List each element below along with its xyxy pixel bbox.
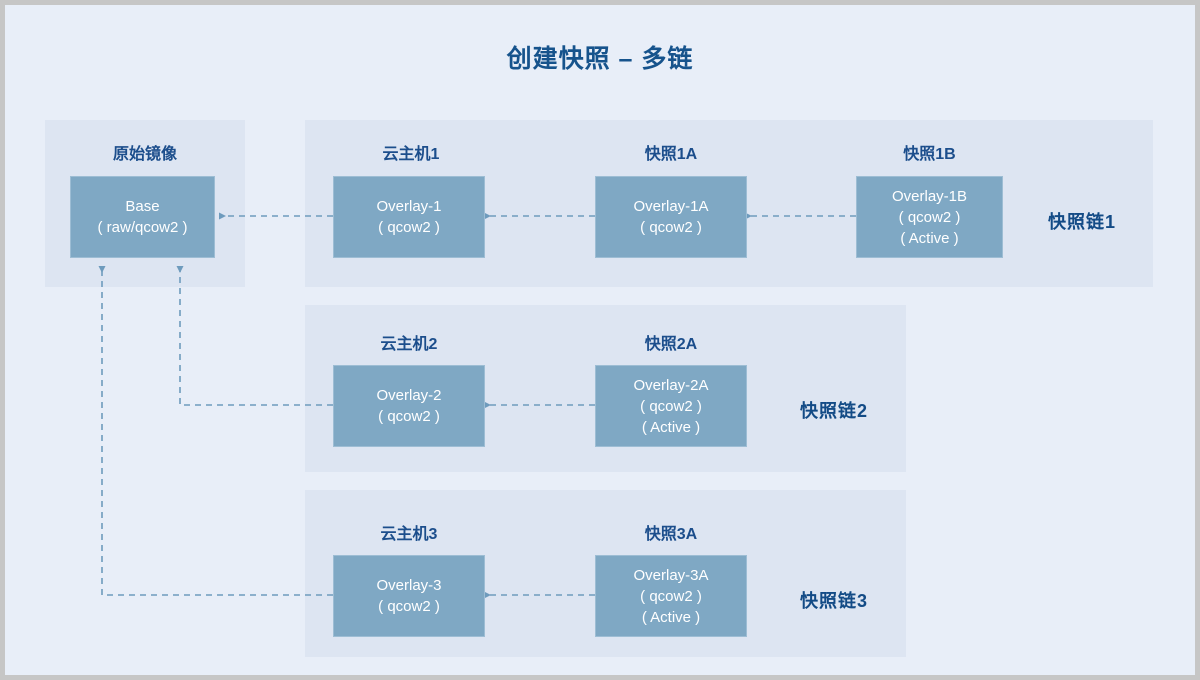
node-overlay-1a-line2: ( qcow2 )	[640, 219, 702, 236]
chain-label-3: 快照链3	[800, 591, 869, 611]
wire-overlay3-to-base	[98, 266, 333, 596]
node-overlay-3a[interactable]: Overlay-3A ( qcow2 ) ( Active )	[595, 555, 747, 637]
node-overlay-3a-line2: ( qcow2 )	[640, 587, 702, 605]
node-overlay-1a[interactable]: Overlay-1A ( qcow2 )	[595, 176, 747, 258]
node-overlay-3-line1: Overlay-3	[376, 577, 442, 594]
node-overlay-2a-line3: ( Active )	[641, 418, 701, 436]
page-title: 创建快照 – 多链	[506, 45, 694, 73]
node-overlay-3a-line1: Overlay-3A	[633, 566, 709, 584]
node-overlay-2a-line2: ( qcow2 )	[640, 397, 702, 415]
caption-host-3: 云主机3	[380, 526, 438, 543]
chain-label-1: 快照链1	[1048, 212, 1117, 232]
node-overlay-1b-line1: Overlay-1B	[891, 187, 968, 205]
caption-host-1: 云主机1	[382, 146, 440, 163]
node-overlay-3[interactable]: Overlay-3 ( qcow2 )	[333, 555, 485, 637]
node-overlay-1b[interactable]: Overlay-1B ( qcow2 ) ( Active )	[856, 176, 1003, 258]
caption-snapshot-1b: 快照1B	[903, 146, 956, 163]
caption-host-2: 云主机2	[380, 336, 438, 353]
node-overlay-2a-line1: Overlay-2A	[633, 376, 709, 394]
node-overlay-2-line2: ( qcow2 )	[378, 408, 440, 425]
node-base-line2: ( raw/qcow2 )	[97, 219, 188, 236]
caption-snapshot-2a: 快照2A	[644, 336, 698, 353]
caption-snapshot-1a: 快照1A	[644, 146, 698, 163]
node-base[interactable]: Base ( raw/qcow2 )	[70, 176, 215, 258]
node-overlay-1-line1: Overlay-1	[376, 198, 442, 215]
chain-label-2: 快照链2	[800, 401, 869, 421]
node-overlay-1[interactable]: Overlay-1 ( qcow2 )	[333, 176, 485, 258]
diagram-canvas: 创建快照 – 多链 原始镜像 Base ( raw/qcow2 ) 云主机1	[5, 5, 1195, 675]
caption-original-image: 原始镜像	[112, 146, 177, 163]
caption-snapshot-3a: 快照3A	[644, 526, 698, 543]
node-overlay-2[interactable]: Overlay-2 ( qcow2 )	[333, 365, 485, 447]
node-overlay-1b-line3: ( Active )	[900, 229, 959, 247]
node-overlay-2-line1: Overlay-2	[376, 387, 442, 404]
node-overlay-3-line2: ( qcow2 )	[378, 598, 440, 615]
node-overlay-1a-line1: Overlay-1A	[633, 198, 709, 215]
node-overlay-2a[interactable]: Overlay-2A ( qcow2 ) ( Active )	[595, 365, 747, 447]
node-overlay-3a-line3: ( Active )	[641, 608, 701, 626]
node-overlay-1b-line2: ( qcow2 )	[898, 208, 961, 226]
node-overlay-1-line2: ( qcow2 )	[378, 219, 440, 236]
node-base-line1: Base	[125, 198, 160, 215]
